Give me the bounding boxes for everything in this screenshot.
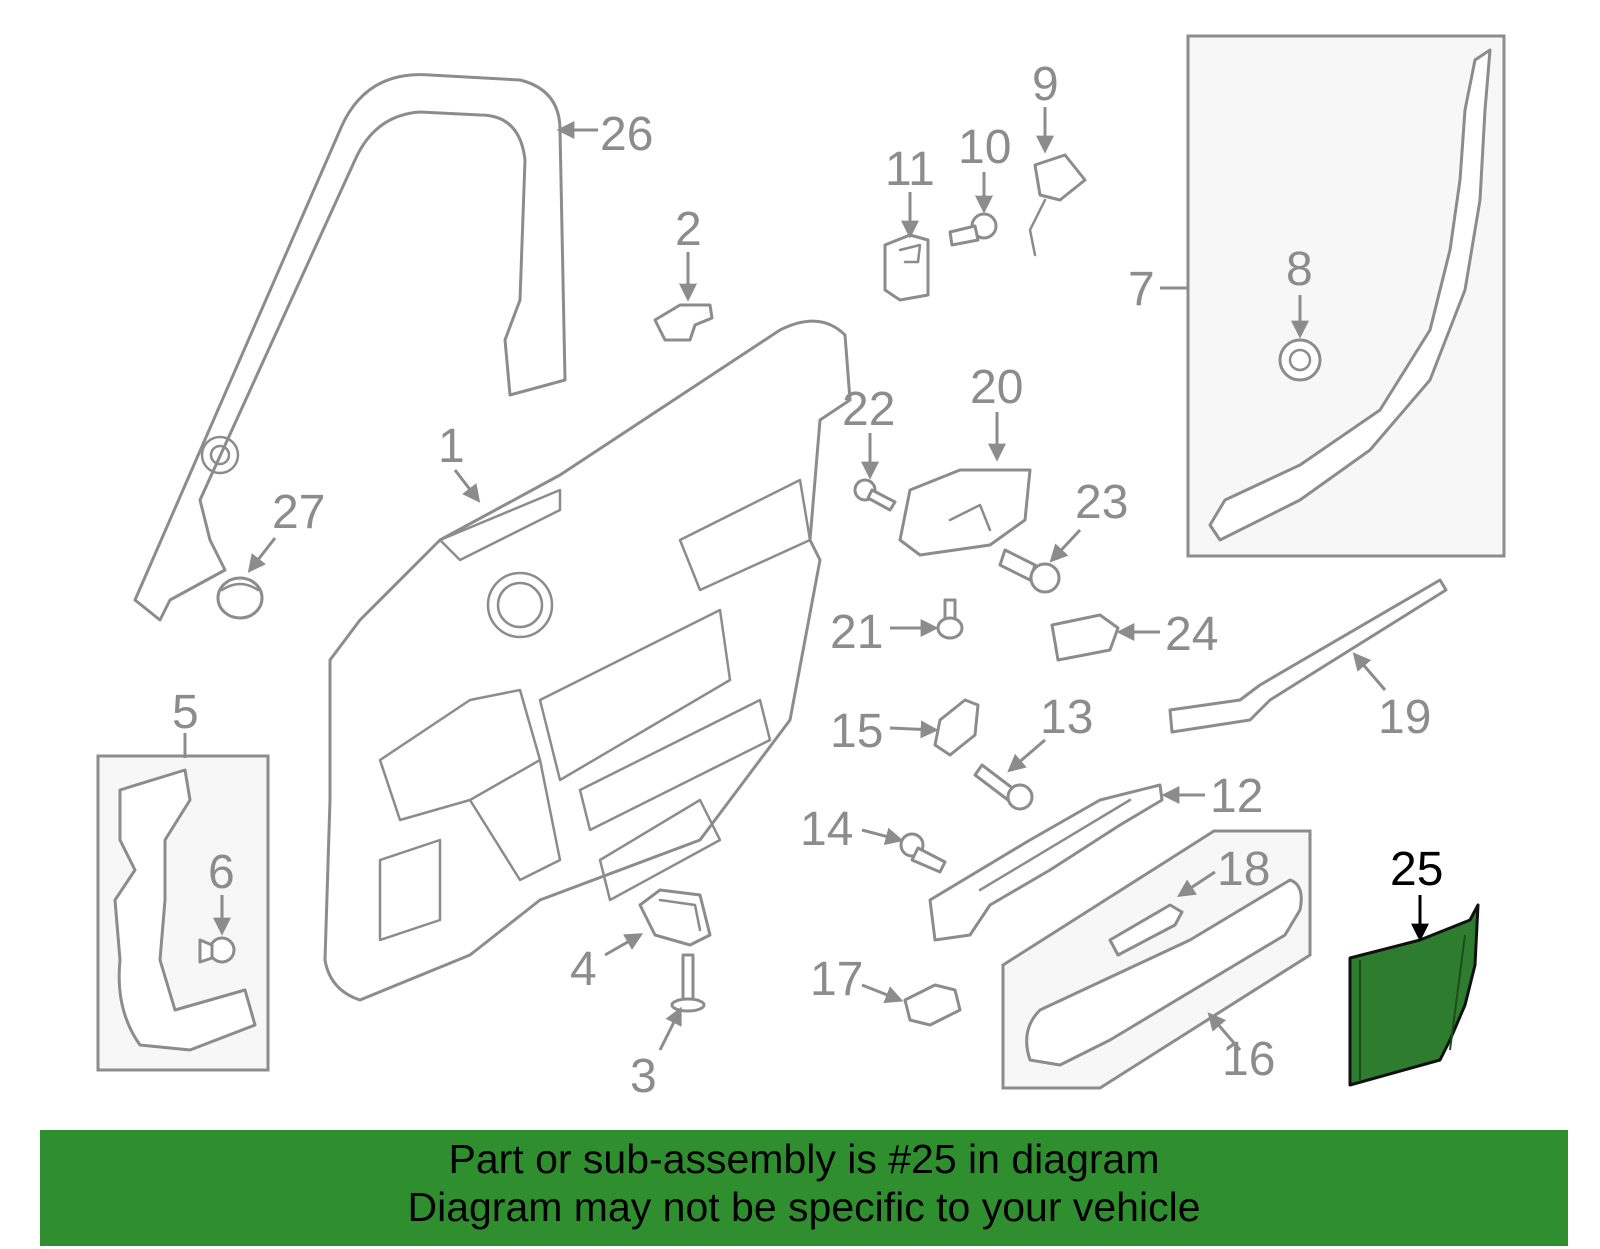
callout-11: 11 (885, 143, 935, 196)
part-26-weatherstrip (133, 73, 567, 622)
part-6-fastener (198, 936, 236, 964)
callout-3: 3 (630, 1050, 657, 1103)
part-22-screw (853, 478, 897, 512)
callout-23: 23 (1075, 476, 1128, 529)
part-11-cap (883, 233, 930, 302)
callout-1: 1 (438, 420, 465, 473)
callout-22: 22 (842, 383, 895, 436)
part-8-grommet (1278, 338, 1322, 382)
part-9-rod (1028, 153, 1087, 257)
part-27-plug (216, 576, 264, 620)
callout-25-highlighted: 25 (1390, 843, 1443, 896)
callout-17: 17 (810, 953, 863, 1006)
part-20-handle (898, 468, 1032, 557)
callout-4: 4 (570, 943, 597, 996)
part-17-clip (903, 983, 962, 1027)
part-23-bolt (998, 548, 1061, 594)
part-14-screw (899, 832, 947, 874)
part-10-screw (948, 212, 998, 247)
callout-20: 20 (970, 361, 1023, 414)
info-banner: Part or sub-assembly is #25 in diagram D… (40, 1130, 1568, 1246)
callout-7: 7 (1128, 263, 1155, 316)
callout-6: 6 (208, 846, 235, 899)
leader-lines (183, 107, 1429, 1051)
callout-8: 8 (1286, 243, 1313, 296)
callout-5: 5 (172, 686, 199, 739)
callout-24: 24 (1165, 608, 1218, 661)
callout-labels: 1 2 3 4 5 6 7 8 9 10 11 12 13 14 15 16 1… (172, 58, 1443, 1103)
part-21-screw (936, 598, 964, 640)
callout-14: 14 (800, 803, 853, 856)
callout-12: 12 (1210, 770, 1263, 823)
part-3-pin (670, 953, 706, 1013)
callout-10: 10 (958, 121, 1011, 174)
callout-19: 19 (1378, 691, 1431, 744)
part-18-insert (1108, 903, 1184, 957)
callout-27: 27 (272, 486, 325, 539)
part-25-pocket (1348, 903, 1480, 1087)
part-16-box (1001, 829, 1312, 1090)
callout-16: 16 (1222, 1033, 1275, 1086)
part-12-bracket (928, 783, 1164, 942)
callout-9: 9 (1032, 58, 1059, 111)
part-7-box (1186, 34, 1506, 558)
part-24-cover (1050, 613, 1120, 662)
callout-15: 15 (830, 705, 883, 758)
part-19-strip (1168, 578, 1448, 734)
callout-2: 2 (675, 203, 702, 256)
part-13-screw (973, 763, 1034, 811)
banner-line-part-note: Part or sub-assembly is #25 in diagram (448, 1136, 1160, 1182)
banner-line-disclaimer: Diagram may not be specific to your vehi… (407, 1184, 1201, 1230)
part-15-clip (933, 698, 980, 757)
callout-21: 21 (830, 606, 883, 659)
callout-13: 13 (1040, 691, 1093, 744)
part-2-bracket (653, 303, 714, 342)
callout-26: 26 (600, 108, 653, 161)
part-1-door-panel (323, 319, 852, 1002)
part-5-box (96, 754, 270, 1072)
part-4-clip (638, 888, 712, 947)
callout-18: 18 (1217, 843, 1270, 896)
